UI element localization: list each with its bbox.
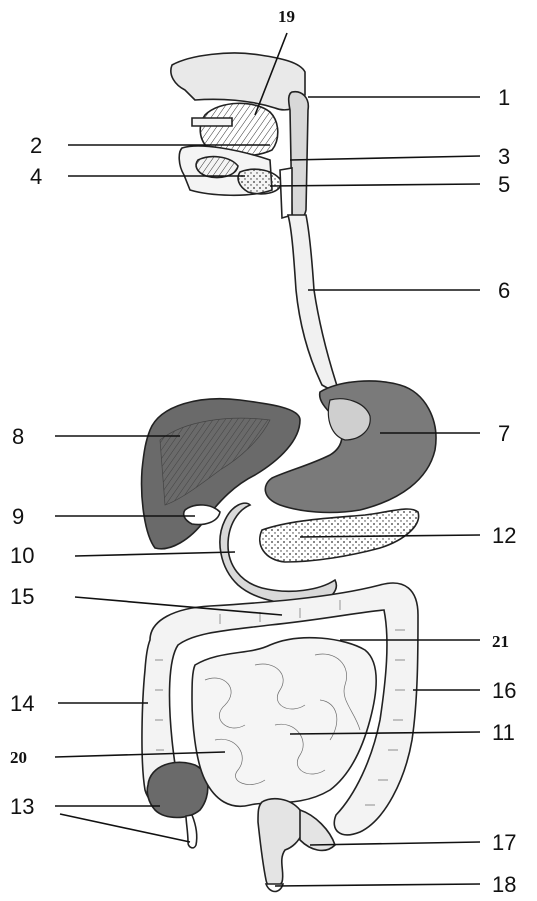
label-17: 17 [492, 830, 516, 855]
leader-18 [275, 884, 480, 886]
small-intestine [192, 638, 376, 807]
label-11: 11 [492, 720, 515, 745]
leader-17 [310, 842, 480, 845]
label-1: 1 [498, 85, 510, 110]
leader-3 [290, 156, 480, 160]
mouth-head-region [171, 53, 308, 219]
label-19: 19 [278, 7, 295, 26]
anus [266, 884, 283, 892]
label-6: 6 [498, 278, 510, 303]
teeth-upper [192, 118, 232, 126]
label-12: 12 [492, 523, 516, 548]
label-18: 18 [492, 872, 516, 897]
label-5: 5 [498, 172, 510, 197]
label-10: 10 [10, 543, 34, 568]
label-14: 14 [10, 691, 34, 716]
salivary-gland [238, 169, 282, 194]
label-7: 7 [498, 421, 510, 446]
label-3: 3 [498, 144, 510, 169]
trachea-outline [280, 168, 292, 218]
label-16: 16 [492, 678, 516, 703]
label-9: 9 [12, 504, 24, 529]
label-21: 21 [492, 632, 509, 651]
gallbladder [184, 505, 220, 525]
label-4: 4 [30, 164, 42, 189]
appendix [186, 815, 197, 848]
label-13: 13 [10, 794, 34, 819]
esophagus [288, 215, 340, 395]
rectum [258, 799, 304, 888]
nasal-cavity-palate [171, 53, 305, 110]
leader-10 [75, 552, 235, 556]
label-20: 20 [10, 748, 27, 767]
label-2: 2 [30, 133, 42, 158]
leader-13b [60, 814, 190, 842]
cecum [147, 762, 208, 817]
label-15: 15 [10, 584, 34, 609]
label-8: 8 [12, 424, 24, 449]
